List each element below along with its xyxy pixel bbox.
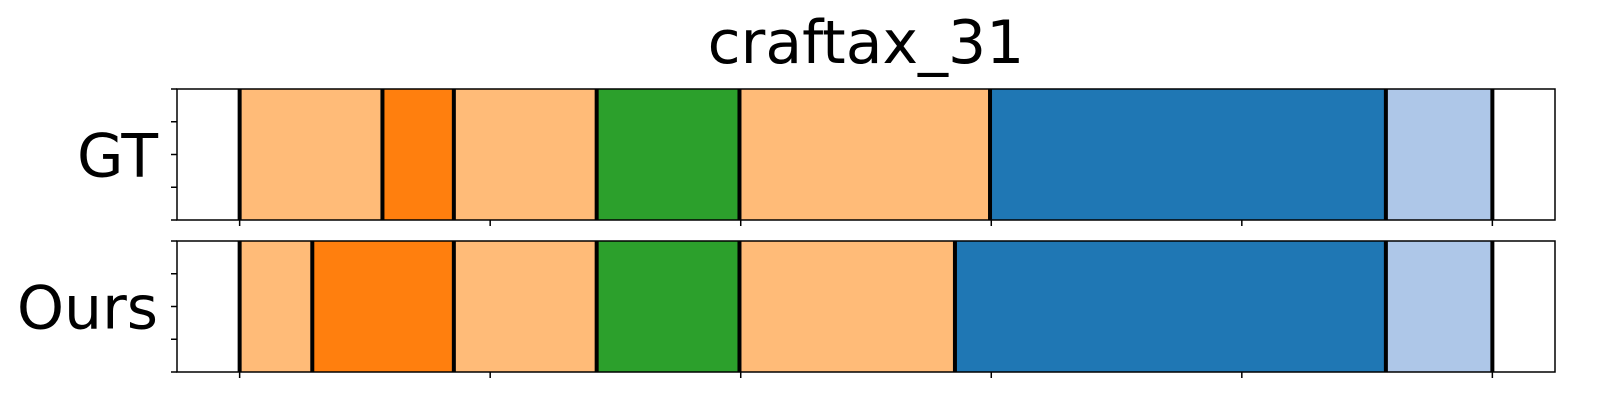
segment-bar (739, 89, 991, 220)
row-label: Ours (17, 274, 158, 344)
row-label: GT (77, 122, 158, 192)
segment-bar (739, 241, 955, 372)
segment-bar (453, 89, 597, 220)
row-gt: GT (77, 88, 1556, 226)
segment-bar (990, 89, 1386, 220)
segment-bar (382, 89, 454, 220)
segment-bar (177, 89, 240, 220)
segment-bar (177, 241, 240, 372)
segment-bar (239, 241, 313, 372)
segment-bar (239, 89, 383, 220)
row-ours: Ours (17, 240, 1556, 378)
segment-bar (954, 241, 1386, 372)
segment-bar (1385, 241, 1493, 372)
segment-bar (596, 241, 740, 372)
segment-bar (453, 241, 597, 372)
segment-bar (596, 89, 740, 220)
segment-bar (1492, 241, 1555, 372)
chart-title: craftax_31 (708, 8, 1025, 78)
rows-layer: GT Ours (17, 88, 1556, 378)
segment-bar (312, 241, 454, 372)
segment-bar (1492, 89, 1555, 220)
segment-bar (1385, 89, 1493, 220)
